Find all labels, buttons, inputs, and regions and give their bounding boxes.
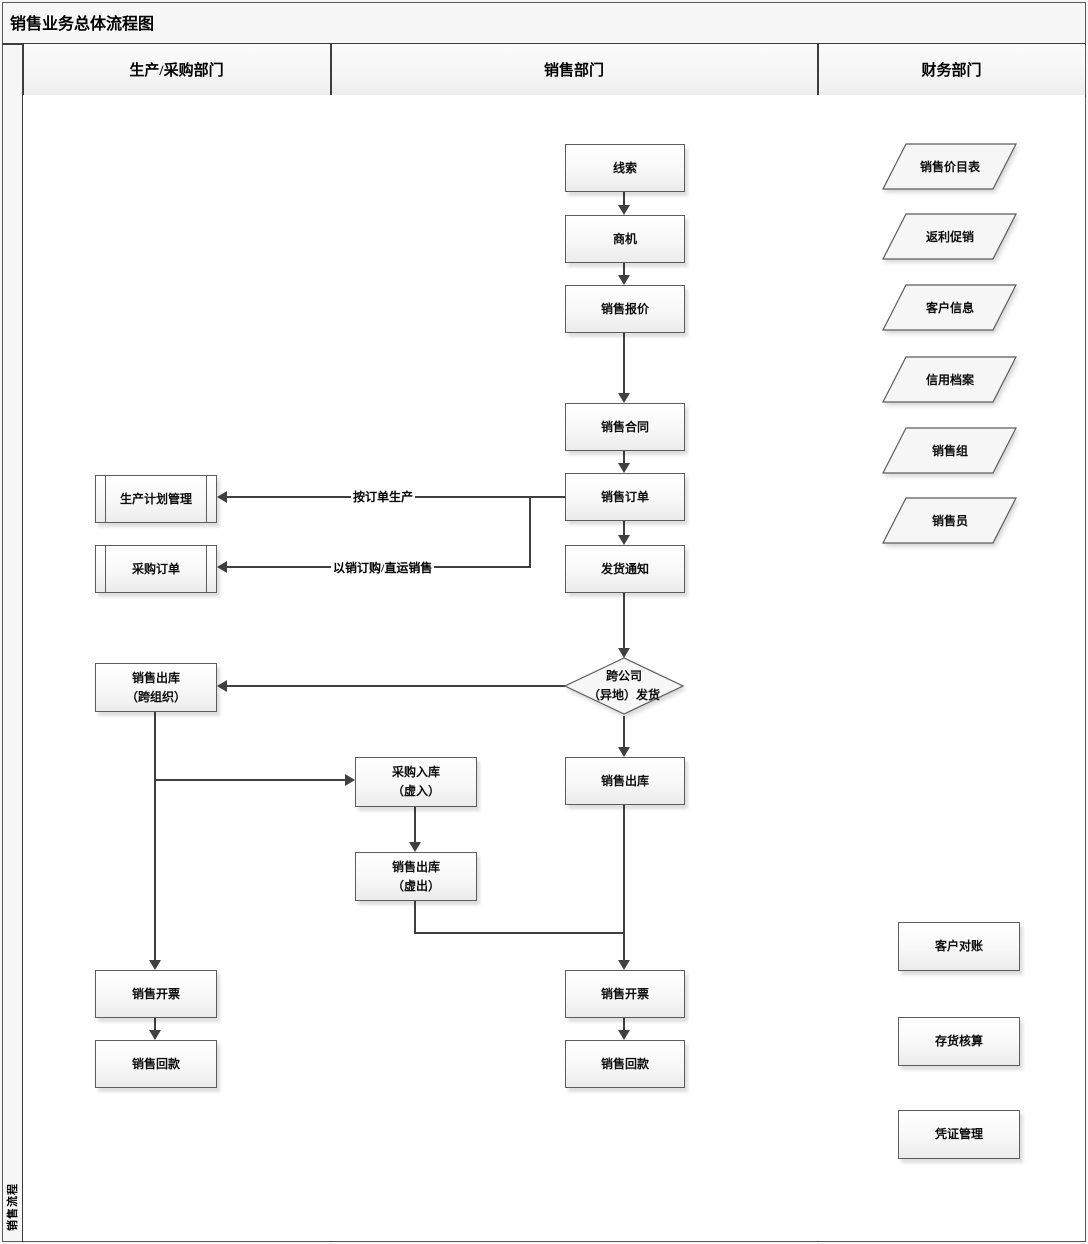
connector-invoice-payment-mid — [623, 1016, 625, 1031]
arrowhead — [217, 561, 227, 573]
arrowhead — [618, 648, 630, 658]
edge-label-produce-to-order: 按订单生产 — [351, 489, 416, 505]
arrowhead — [618, 747, 630, 757]
node-salesperson: 销售员 — [882, 497, 1018, 545]
customer-info-label: 客户信息 — [925, 300, 974, 315]
node-sales-payment-left: 销售回款 — [95, 1040, 217, 1088]
node-purchase-order: 采购订单 — [95, 545, 217, 593]
arrowhead — [217, 680, 227, 692]
connector-opportunity-quote — [623, 261, 625, 276]
title-separator-line — [2, 43, 1086, 45]
arrowhead — [345, 774, 355, 786]
node-sales-outbound-cross-org: 销售出库 （跨组织） — [95, 663, 217, 712]
node-sales-outbound-virtual: 销售出库 （虚出） — [355, 852, 477, 901]
arrowhead — [618, 463, 630, 473]
connector-virtualout-down — [414, 899, 416, 934]
node-sales-invoice-left: 销售开票 — [95, 970, 217, 1018]
edge-label-purchase-to-sale: 以销订购/直运销售 — [331, 560, 435, 576]
connector-crossorg-invoiceleft — [154, 710, 156, 961]
connector-quote-contract — [623, 331, 625, 394]
parallelogram-shape — [882, 427, 1017, 474]
node-sales-quote: 销售报价 — [565, 285, 685, 333]
parallelogram-shape — [882, 213, 1017, 260]
lane-header-finance: 财务部门 — [818, 44, 1085, 95]
arrowhead — [618, 535, 630, 545]
connector-purchasein-virtualout — [414, 805, 416, 843]
salesperson-label: 销售员 — [931, 513, 968, 528]
node-voucher-management: 凭证管理 — [898, 1110, 1020, 1159]
node-sales-contract: 销售合同 — [565, 403, 685, 451]
node-purchase-inbound-virtual: 采购入库 （虚入） — [355, 757, 477, 807]
connector-decision-outbound — [623, 716, 625, 748]
arrowhead — [618, 275, 630, 285]
node-cross-company-decision: 跨公司 （异地）发货 — [563, 656, 685, 716]
connector-order-shipnotice — [623, 519, 625, 536]
node-rebate-promo: 返利促销 — [882, 213, 1018, 261]
parallelogram-shape — [882, 143, 1017, 190]
credit-file-label: 信用档案 — [925, 372, 974, 387]
node-credit-file: 信用档案 — [882, 356, 1018, 404]
node-customer-reconciliation: 客户对账 — [898, 922, 1020, 971]
node-sales-outbound: 销售出库 — [565, 757, 685, 805]
node-opportunity: 商机 — [565, 215, 685, 263]
arrowhead — [149, 960, 161, 970]
band-label: 销售流程 — [7, 1183, 19, 1231]
arrowhead — [618, 1030, 630, 1040]
connector-outbound-invoice — [623, 803, 625, 961]
connector-shipnotice-decision — [623, 591, 625, 649]
node-ship-notice: 发货通知 — [565, 545, 685, 593]
price-list-label: 销售价目表 — [919, 159, 980, 174]
node-inventory-accounting: 存货核算 — [898, 1017, 1020, 1066]
lane-header-sales: 销售部门 — [331, 44, 817, 95]
arrowhead — [618, 205, 630, 215]
connector-decision-crossorg — [227, 685, 565, 687]
node-sales-order: 销售订单 — [565, 473, 685, 521]
connector-virtualout-join — [414, 932, 625, 934]
parallelogram-shape — [882, 284, 1017, 331]
arrowhead — [618, 393, 630, 403]
node-production-plan: 生产计划管理 — [95, 475, 217, 523]
diamond-shape — [563, 657, 685, 715]
page-title: 销售业务总体流程图 — [10, 16, 155, 33]
node-sales-invoice-mid: 销售开票 — [565, 970, 685, 1018]
connector-invoice-payment-left — [154, 1016, 156, 1031]
arrowhead — [618, 960, 630, 970]
arrowhead — [149, 1030, 161, 1040]
lane-header-production-purchase: 生产/采购部门 — [23, 44, 330, 95]
decision-label: 跨公司 （异地）发货 — [587, 669, 660, 702]
parallelogram-shape — [882, 497, 1017, 544]
arrowhead — [217, 491, 227, 503]
node-sales-group: 销售组 — [882, 427, 1018, 475]
node-price-list: 销售价目表 — [882, 143, 1018, 191]
connector-lead-opportunity — [623, 190, 625, 206]
node-customer-info: 客户信息 — [882, 284, 1018, 332]
rebate-promo-label: 返利促销 — [925, 229, 974, 244]
connector-branch-down — [529, 497, 531, 568]
connector-crossorg-purchasein — [154, 779, 346, 781]
node-lead: 线索 — [565, 144, 685, 192]
arrowhead — [409, 842, 421, 852]
node-sales-payment-mid: 销售回款 — [565, 1040, 685, 1088]
sales-group-label: 销售组 — [931, 443, 968, 458]
band-separator-line — [22, 43, 24, 1242]
parallelogram-shape — [882, 356, 1017, 403]
connector-contract-order — [623, 449, 625, 464]
